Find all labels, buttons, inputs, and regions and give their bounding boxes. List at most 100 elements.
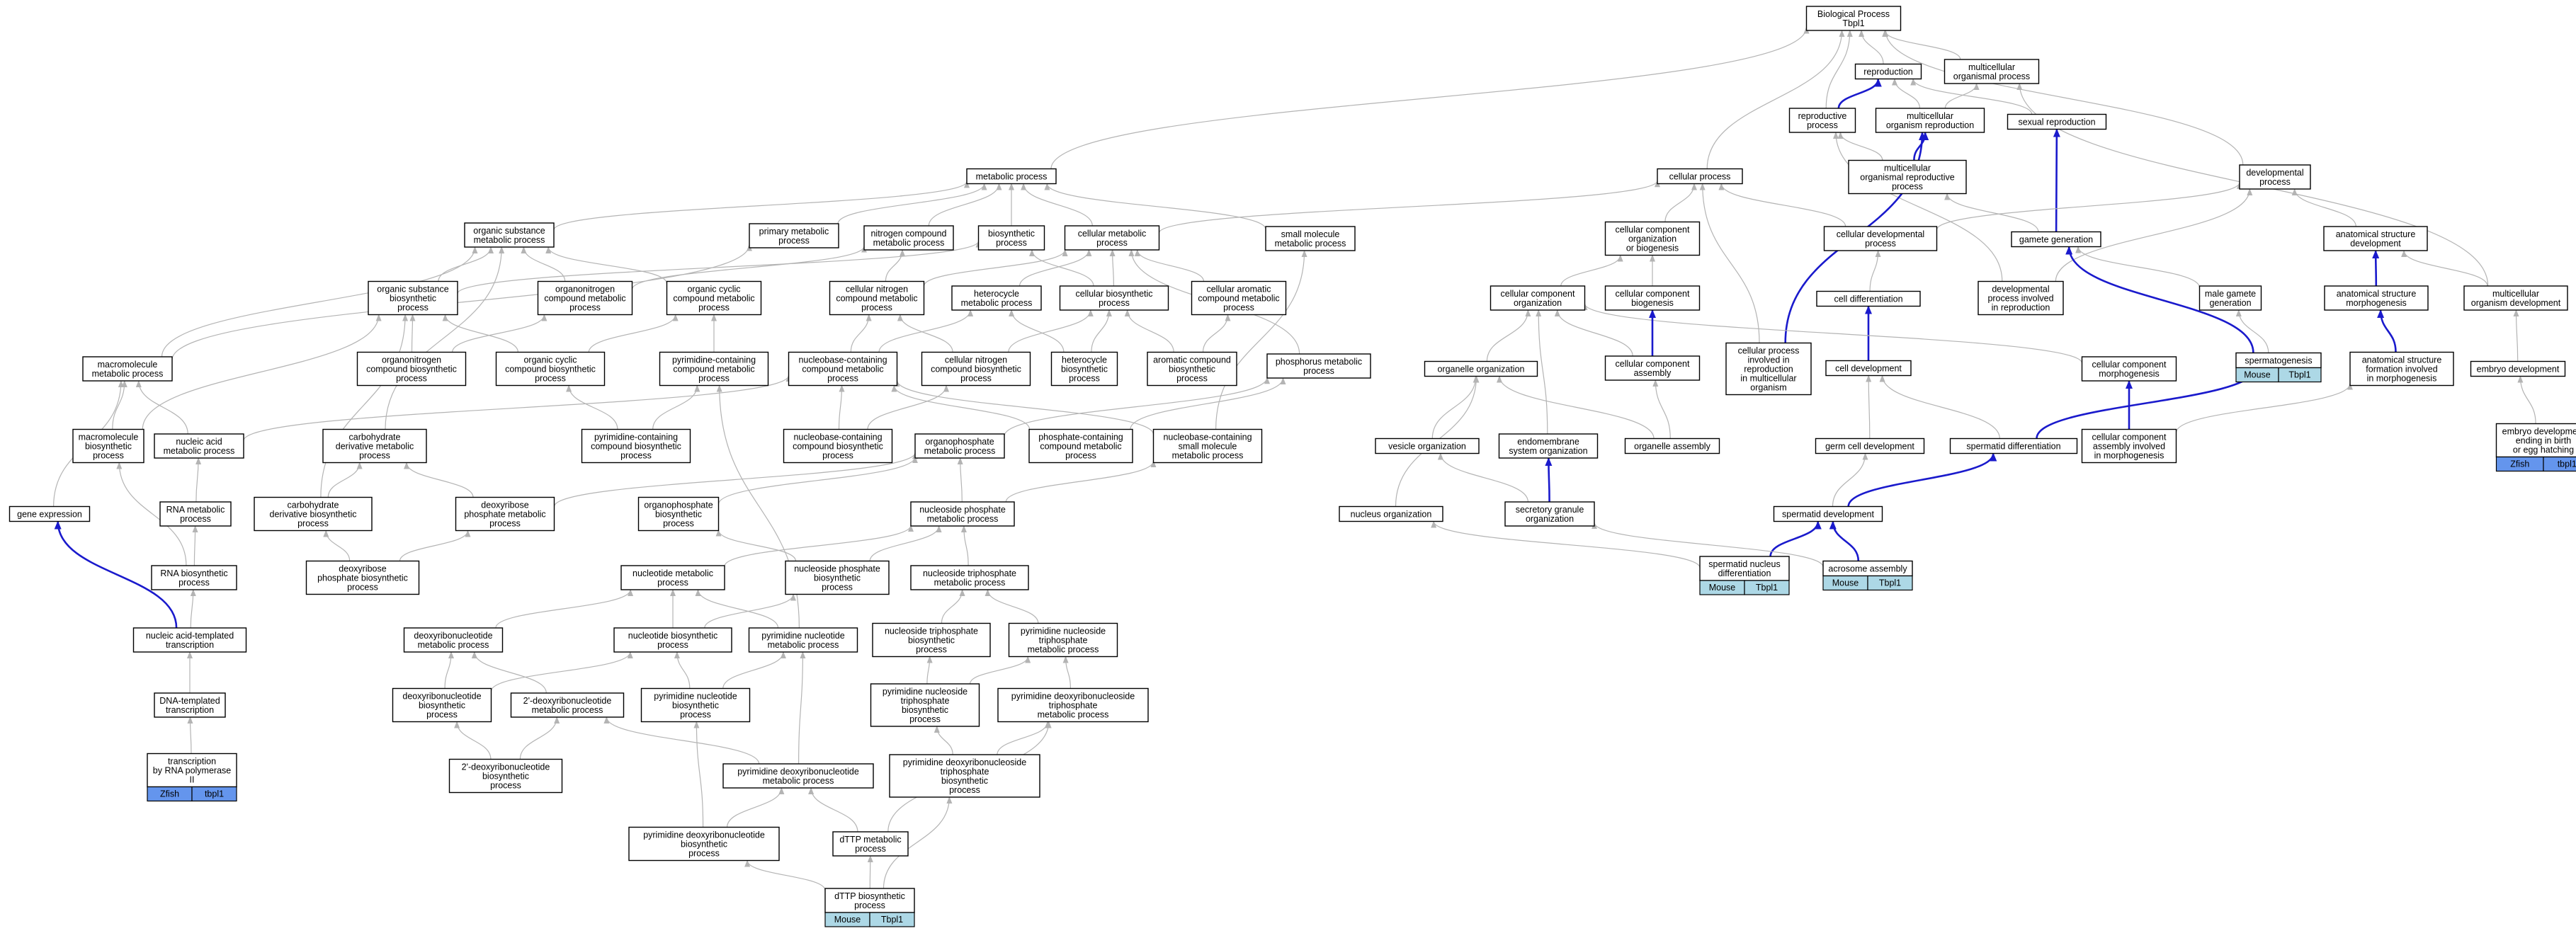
go-term-node-orgassem[interactable]: organelle assembly — [1624, 437, 1720, 454]
go-term-node-embdev[interactable]: embryo development — [2470, 360, 2566, 377]
go-term-node-repro[interactable]: reproduction — [1854, 63, 1922, 80]
go-term-node-pdnmp[interactable]: pyrimidine deoxyribonucleotidemetabolic … — [722, 763, 874, 789]
go-term-node-sexrepro[interactable]: sexual reproduction — [2007, 113, 2107, 130]
go-term-node-ddnbp[interactable]: 2'-deoxyribonucleotidebiosyntheticproces… — [448, 758, 563, 794]
go-term-node-nucorg[interactable]: nucleus organization — [1339, 505, 1443, 522]
go-term-node-spdiff[interactable]: spermatid differentiation — [1949, 437, 2078, 454]
go-term-node-geneexp[interactable]: gene expression — [8, 505, 91, 522]
go-term-node-gamgen[interactable]: gamete generation — [2011, 231, 2101, 248]
go-term-node-spdev[interactable]: spermatid development — [1773, 505, 1883, 522]
go-term-node-celldiff[interactable]: cell differentiation — [1816, 290, 1921, 307]
go-term-node-gcd[interactable]: germ cell development — [1815, 437, 1925, 454]
go-term-node-pdntpmp[interactable]: pyrimidine deoxyribonucleosidetriphospha… — [997, 687, 1149, 723]
go-term-node-pdntpbp[interactable]: pyrimidine deoxyribonucleosidetriphospha… — [889, 754, 1040, 798]
go-term-node-metab[interactable]: metabolic process — [966, 168, 1057, 185]
go-term-node-pntpbp[interactable]: pyrimidine nucleosidetriphosphatebiosynt… — [870, 683, 980, 727]
go-term-node-orgorg[interactable]: organelle organization — [1424, 360, 1538, 377]
go-term-node-ntpbp[interactable]: nucleoside triphosphatebiosyntheticproce… — [872, 622, 991, 658]
go-term-node-vesorg[interactable]: vesicle organization — [1375, 437, 1480, 454]
go-term-node-pntpmp[interactable]: pyrimidine nucleosidetriphosphatemetabol… — [1008, 622, 1118, 658]
go-term-node-celldev[interactable]: cell development — [1825, 360, 1912, 377]
go-term-node-pdnbp[interactable]: pyrimidine deoxyribonucleotidebiosynthet… — [628, 826, 780, 862]
